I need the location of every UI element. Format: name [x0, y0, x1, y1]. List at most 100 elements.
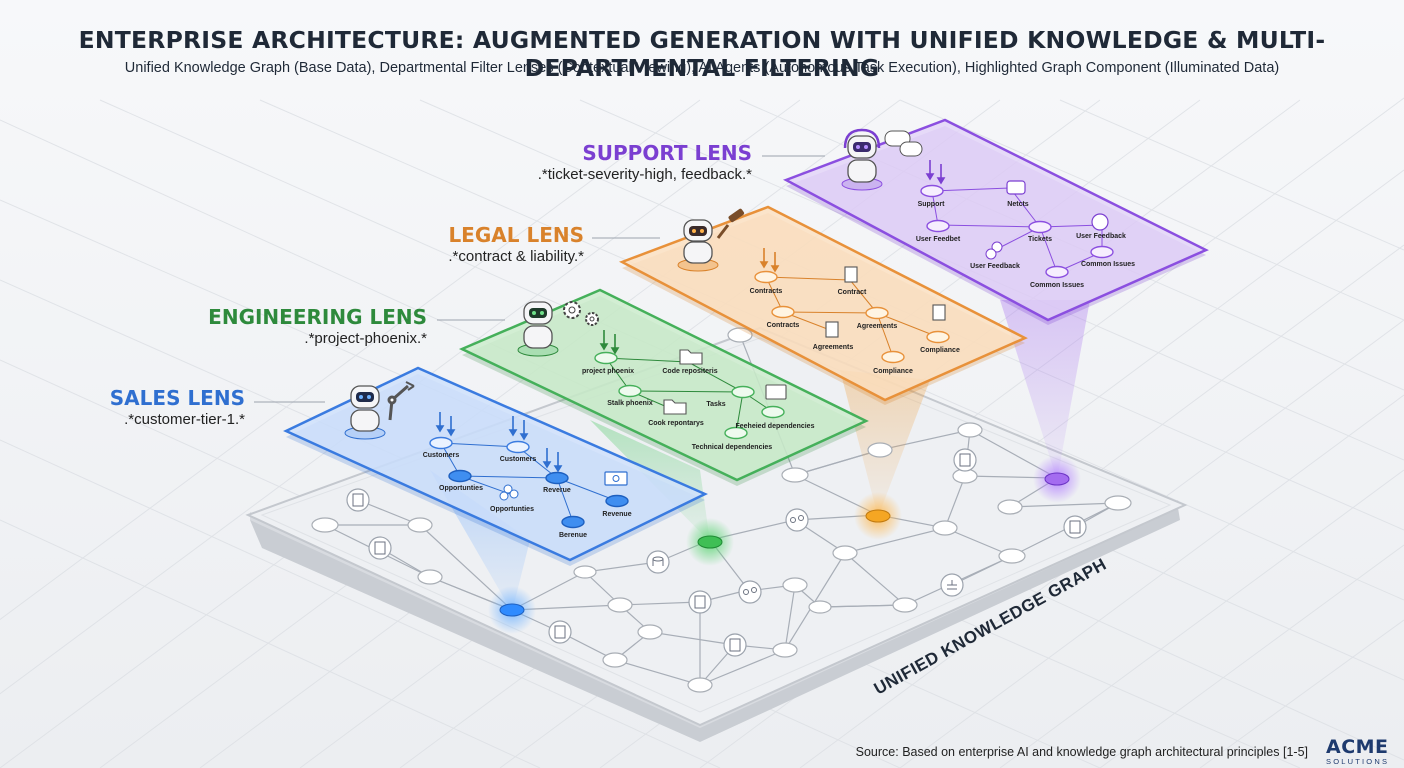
document-icon [368, 536, 392, 560]
network-icon [785, 508, 809, 532]
graph-node [573, 565, 597, 579]
graph-node [637, 624, 663, 640]
engineering-node-label: Stalk phoenix [607, 400, 653, 407]
down-arrows-icon [599, 330, 620, 355]
users-icon [985, 241, 1003, 260]
graph-node [417, 569, 443, 585]
document-icon [844, 266, 858, 283]
document-icon [688, 590, 712, 614]
legal-node [754, 270, 778, 284]
graph-node [892, 597, 918, 613]
sales-node-label: Reverue [543, 487, 571, 494]
engineering-ai-agent-icon [517, 301, 599, 357]
company-logo: ACME SOLUTIONS [1326, 736, 1389, 767]
engineering-node-label: Tasks [706, 401, 725, 408]
legal-node-label: Agreements [857, 323, 898, 330]
engineering-node-label: Cook repontarys [648, 420, 704, 427]
sales-node [506, 440, 530, 454]
engineering-node [594, 351, 618, 365]
sales-node-label: Berenue [559, 532, 587, 539]
sales-node [561, 515, 585, 529]
engineering-node [724, 426, 748, 440]
graph-node [602, 652, 628, 668]
logo-name: ACME [1326, 736, 1389, 758]
gear-icon [585, 312, 599, 326]
graph-node [957, 422, 983, 438]
engineering-node-label: Code repositeris [662, 368, 717, 375]
gavel-icon [716, 208, 745, 239]
highlighted-nodes [488, 455, 1081, 634]
graph-node [808, 600, 832, 614]
graph-node [782, 577, 808, 593]
graph-node [687, 677, 713, 693]
sales-node [429, 436, 453, 450]
graph-node [607, 597, 633, 613]
support-lens-panel[interactable]: Support Netcts User Feedbet Tickets User… [782, 118, 1209, 325]
support-node [1045, 265, 1069, 279]
support-ai-agent-icon [841, 128, 923, 191]
page-subtitle: Unified Knowledge Graph (Base Data), Dep… [124, 60, 1280, 76]
sales-node-label: Opportunties [490, 506, 534, 513]
document-icon [825, 321, 839, 338]
down-arrows-icon [759, 248, 780, 273]
legal-node [926, 330, 950, 344]
graph-node [867, 442, 893, 458]
engineering-node [731, 385, 755, 399]
engineering-node-label: Technical dependencies [692, 444, 773, 451]
gear-icon [563, 301, 581, 319]
support-node-label: Netcts [1007, 201, 1029, 208]
engineering-node-label: Feeheied dependencies [736, 423, 815, 430]
engineering-lens-panel[interactable]: project phoenix Code repositeris Stalk p… [458, 288, 869, 486]
sales-node-label: Revenue [602, 511, 631, 518]
document-check-icon [932, 304, 946, 321]
org-chart-icon [940, 573, 964, 597]
document-icon [953, 448, 977, 472]
source-note: Source: Based on enterprise AI and knowl… [855, 745, 1308, 759]
users-icon [499, 484, 519, 501]
document-icon [723, 633, 747, 657]
sales-node [605, 494, 629, 508]
sales-node [545, 471, 569, 485]
graph-node [727, 327, 753, 343]
code-window-icon [765, 384, 787, 400]
robotic-arm-icon [387, 381, 415, 421]
graph-node [781, 467, 809, 483]
down-arrows-icon [435, 412, 563, 473]
support-node-label: Common Issues [1081, 261, 1135, 268]
base-icon-badges [346, 448, 1087, 657]
legal-lens-filter: .*contract & liability.* [448, 248, 584, 265]
graph-node [1104, 495, 1132, 511]
document-icon [548, 620, 572, 644]
graph-node [407, 517, 433, 533]
legal-ai-agent-icon [677, 208, 745, 272]
lens-title-connectors [254, 155, 825, 403]
support-node [1090, 245, 1114, 259]
support-node [920, 184, 944, 198]
sales-node [448, 469, 472, 483]
engineering-lens-filter: .*project-phoenix.* [304, 330, 427, 347]
folder-icon [679, 349, 703, 365]
graph-node [772, 642, 798, 658]
legal-node-label: Contract [838, 289, 867, 296]
graph-node [832, 545, 858, 561]
sales-lens-title: SALES LENS [109, 386, 245, 410]
support-node-label: User Feedback [970, 263, 1020, 270]
graph-node [932, 520, 958, 536]
legal-node [881, 350, 905, 364]
sales-node-label: Opportunties [439, 485, 483, 492]
sales-node-label: Customers [500, 456, 537, 463]
support-node [1028, 220, 1052, 234]
support-node-label: Support [918, 201, 945, 208]
engineering-node [618, 384, 642, 398]
graph-node [998, 548, 1026, 564]
graph-node [311, 517, 339, 533]
legal-node-label: Contracts [767, 322, 800, 329]
down-arrows-icon [925, 160, 946, 185]
sales-lens-panel[interactable]: Customers Customers Opportunties Reverue… [283, 366, 708, 566]
support-node-label: Common Issues [1030, 282, 1084, 289]
legal-lens-panel[interactable]: Contracts Contract Contracts Agreements … [618, 205, 1028, 405]
legal-node-label: Compliance [873, 368, 913, 375]
engineering-lens-title: ENGINEERING LENS [208, 305, 427, 329]
sales-lens-filter: .*customer-tier-1.* [124, 411, 245, 428]
